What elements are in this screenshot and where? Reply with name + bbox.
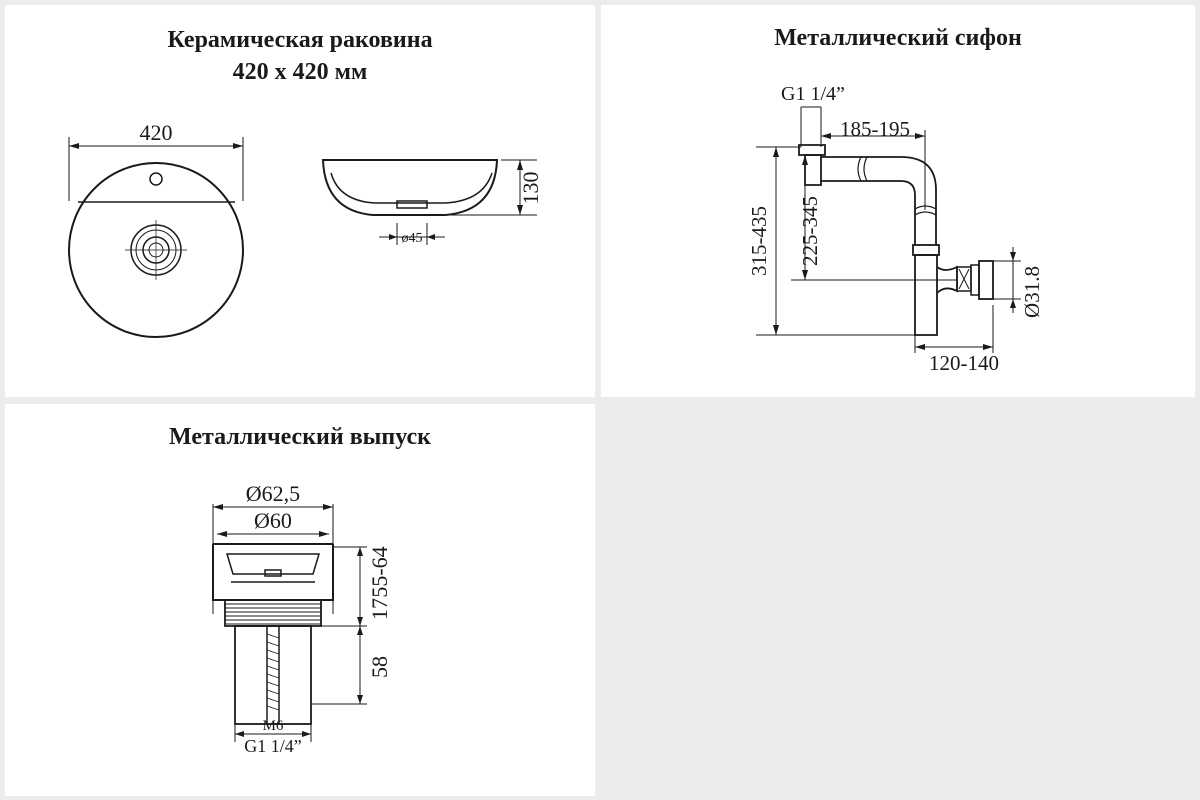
empty-panel [601, 404, 1195, 796]
drain-thread-label: G1 1/4” [244, 736, 302, 756]
drain-inner-diameter-label: Ø60 [254, 508, 292, 533]
siphon-total-height-label: 315-435 [747, 206, 771, 276]
siphon-horizontal-label: 185-195 [840, 117, 910, 141]
drain-outer-diameter-label: Ø62,5 [246, 481, 300, 506]
siphon-outlet-depth-label: 120-140 [929, 351, 999, 375]
siphon-outlet-diameter-label: Ø31.8 [1020, 266, 1044, 318]
siphon-inlet-height-label: 225-345 [798, 196, 822, 266]
basin-top-view: 420 [68, 120, 244, 338]
panel-ceramic-basin: Керамическая раковина 420 х 420 мм 420 [5, 5, 595, 397]
panel-metal-drain: Металлический выпуск Ø62,5 Ø60 55-64 17 … [5, 404, 595, 796]
basin-side-view: 130 ø45 [321, 159, 543, 246]
siphon-thread-label: G1 1/4” [781, 83, 845, 105]
drain-bolt-label: M6 [263, 718, 284, 734]
basin-drawing: 420 130 ø45 [68, 120, 543, 338]
drain-thread-length-label: 17 [367, 598, 392, 620]
basin-drain-label: ø45 [402, 231, 423, 246]
drain-range-label: 55-64 [367, 546, 392, 597]
basin-width-label: 420 [140, 120, 173, 145]
basin-title-line2: 420 х 420 мм [232, 59, 368, 85]
siphon-drawing: G1 1/4” 185-195 315-435 225-345 [747, 83, 1044, 375]
drain-drawing: Ø62,5 Ø60 55-64 17 58 M6 G1 1/4” [212, 481, 392, 756]
drain-title: Металлический выпуск [169, 424, 431, 450]
panel-metal-siphon: Металлический сифон G1 1/4” 185-195 315-… [601, 5, 1195, 397]
basin-height-label: 130 [518, 172, 543, 205]
siphon-title: Металлический сифон [774, 25, 1022, 51]
drain-body-length-label: 58 [367, 656, 392, 678]
basin-title-line1: Керамическая раковина [167, 27, 433, 53]
